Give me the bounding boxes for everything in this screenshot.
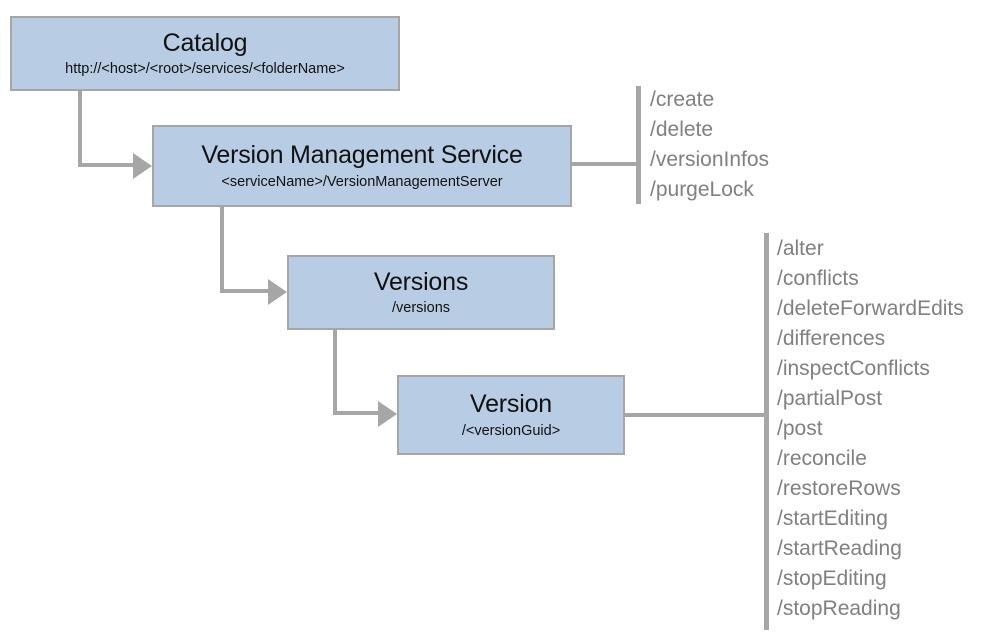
endpoint-item[interactable]: /restoreRows — [777, 477, 901, 500]
endpoint-group-bar-version — [764, 233, 769, 630]
connector-service-to-endpoints-line — [570, 162, 640, 166]
node-catalog-subtitle: http://<host>/<root>/services/<folderNam… — [65, 61, 345, 78]
node-version-management-service-subtitle: <serviceName>/VersionManagementServer — [221, 173, 503, 190]
connector-catalog-to-service-vertical — [78, 89, 82, 167]
endpoint-item[interactable]: /reconcile — [777, 447, 867, 470]
endpoint-item[interactable]: /startReading — [777, 537, 902, 560]
endpoint-item[interactable]: /differences — [777, 327, 886, 350]
endpoint-group-bar-service — [636, 86, 641, 204]
node-version-title: Version — [470, 390, 552, 419]
connector-service-to-versions-horizontal — [220, 289, 273, 293]
node-version-management-service[interactable]: Version Management Service <serviceName>… — [152, 125, 572, 207]
node-catalog[interactable]: Catalog http://<host>/<root>/services/<f… — [10, 16, 400, 91]
endpoint-list-version: /alter /conflicts /deleteForwardEdits /d… — [777, 234, 964, 624]
endpoint-item[interactable]: /post — [777, 417, 823, 440]
endpoint-item[interactable]: /partialPost — [777, 387, 883, 410]
endpoint-item[interactable]: /inspectConflicts — [777, 357, 930, 380]
connector-service-to-versions-vertical — [220, 205, 224, 291]
connector-version-to-endpoints-line — [623, 413, 768, 417]
node-version-subtitle: /<versionGuid> — [461, 422, 561, 439]
endpoint-item[interactable]: /purgeLock — [650, 178, 754, 201]
endpoint-item[interactable]: /startEditing — [777, 507, 888, 530]
connector-versions-to-version-vertical — [333, 328, 337, 413]
endpoint-item[interactable]: /delete — [650, 118, 714, 141]
endpoint-list-service: /create /delete /versionInfos /purgeLock — [650, 85, 769, 205]
node-version-management-service-title: Version Management Service — [201, 141, 523, 170]
connector-catalog-to-service-arrowhead — [133, 153, 152, 179]
endpoint-item[interactable]: /deleteForwardEdits — [777, 297, 964, 320]
connector-versions-to-version-arrowhead — [378, 401, 397, 427]
connector-service-to-versions-arrowhead — [268, 279, 287, 305]
node-versions-title: Versions — [373, 267, 469, 296]
connector-versions-to-version-horizontal — [333, 411, 383, 415]
node-version[interactable]: Version /<versionGuid> — [397, 375, 625, 455]
endpoint-item[interactable]: /create — [650, 88, 715, 111]
endpoint-item[interactable]: /stopEditing — [777, 567, 887, 590]
node-versions-subtitle: /versions — [391, 300, 451, 317]
endpoint-item[interactable]: /versionInfos — [650, 148, 770, 171]
node-versions[interactable]: Versions /versions — [287, 255, 555, 330]
endpoint-item[interactable]: /stopReading — [777, 597, 901, 620]
endpoint-item[interactable]: /conflicts — [777, 267, 859, 290]
connector-catalog-to-service-horizontal — [78, 163, 138, 167]
node-catalog-title: Catalog — [162, 28, 248, 57]
endpoint-item[interactable]: /alter — [777, 237, 824, 260]
